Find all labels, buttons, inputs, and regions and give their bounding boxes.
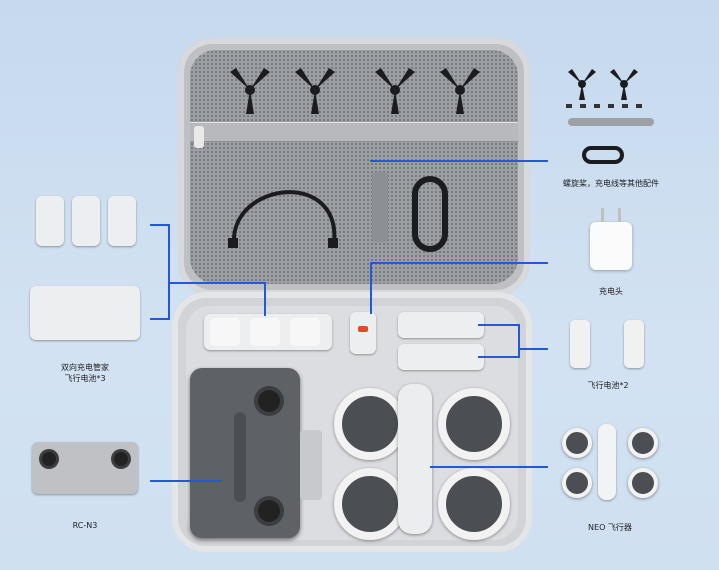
accessories-label: 螺旋桨，充电线等其他配件 bbox=[563, 179, 659, 188]
leader-hub-top bbox=[150, 224, 170, 226]
hub-battery-product-3 bbox=[108, 196, 136, 246]
drone-product-guard-2 bbox=[628, 428, 658, 458]
accessory-screws bbox=[566, 104, 646, 108]
battery-product-1 bbox=[570, 320, 590, 368]
controller-product bbox=[32, 442, 138, 494]
charger-label: 充电头 bbox=[599, 287, 623, 296]
hub-battery-slot-1 bbox=[210, 318, 240, 346]
drone-product-guard-3 bbox=[562, 468, 592, 498]
leader-drone bbox=[430, 466, 548, 468]
batteries-label: 飞行电池*2 bbox=[587, 381, 629, 390]
controller-right-stick bbox=[258, 500, 280, 522]
leader-hub-down bbox=[264, 282, 266, 316]
drone-label: NEO 飞行器 bbox=[588, 523, 632, 532]
charger-product bbox=[590, 222, 632, 270]
controller-buttons bbox=[234, 412, 246, 502]
hub-battery-product-2 bbox=[72, 196, 100, 246]
controller-label: RC-N3 bbox=[72, 521, 98, 530]
drone-prop-guard-1 bbox=[334, 388, 406, 460]
drone-product-body bbox=[598, 424, 616, 500]
lid-cable bbox=[228, 190, 338, 248]
leader-batteries-v bbox=[518, 324, 520, 358]
accessory-propellers bbox=[568, 69, 638, 100]
mesh-zipper bbox=[190, 122, 518, 142]
lid-coiled-cable bbox=[412, 176, 448, 252]
leader-charger-v bbox=[370, 262, 372, 314]
lid-screwdriver bbox=[372, 172, 388, 242]
drone-product-guard-1 bbox=[562, 428, 592, 458]
controller-left-stick bbox=[258, 390, 280, 412]
hub-battery-slot-3 bbox=[290, 318, 320, 346]
controller-clip bbox=[300, 430, 322, 500]
drone-prop-guard-4 bbox=[438, 468, 510, 540]
drone-body bbox=[398, 384, 432, 534]
leader-hub-out bbox=[170, 282, 266, 284]
controller-product-left-stick bbox=[42, 452, 56, 466]
drone-product-guard-4 bbox=[628, 468, 658, 498]
accessory-screwdriver bbox=[568, 118, 654, 126]
charger-in-case bbox=[350, 312, 376, 354]
drone-prop-guard-3 bbox=[334, 468, 406, 540]
lid-propellers bbox=[230, 68, 480, 114]
leader-batteries-h1 bbox=[478, 324, 518, 326]
hub-label-line1: 双向充电管家 bbox=[61, 363, 109, 372]
hub-battery-product-1 bbox=[36, 196, 64, 246]
leader-hub-v bbox=[168, 224, 170, 320]
charger-plug-prong-2 bbox=[618, 208, 621, 222]
leader-batteries-h2 bbox=[478, 356, 518, 358]
hub-battery-slot-2 bbox=[250, 318, 280, 346]
leader-hub-bottom bbox=[150, 318, 170, 320]
accessory-cable bbox=[582, 146, 624, 164]
battery-product-2 bbox=[624, 320, 644, 368]
leader-batteries-out bbox=[518, 348, 548, 350]
zipper-pull bbox=[194, 126, 204, 148]
controller-product-right-stick bbox=[114, 452, 128, 466]
battery-in-case-2 bbox=[398, 344, 484, 370]
leader-charger-h bbox=[372, 262, 548, 264]
charger-port bbox=[358, 326, 368, 332]
drone-prop-guard-2 bbox=[438, 388, 510, 460]
leader-accessories bbox=[370, 160, 548, 162]
battery-in-case-1 bbox=[398, 312, 484, 338]
charger-plug-prong-1 bbox=[601, 208, 604, 222]
charging-hub-product bbox=[30, 286, 140, 340]
hub-label-line2: 飞行电池*3 bbox=[64, 374, 106, 383]
leader-controller bbox=[150, 480, 222, 482]
